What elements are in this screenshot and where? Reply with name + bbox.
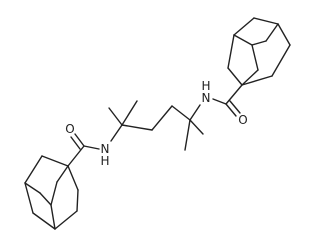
bond-carbonyl-adamantane (67, 145, 85, 167)
right-amide-group (212, 84, 243, 117)
bond-c1-methyl-b (121, 100, 138, 126)
left-amide-group (67, 133, 100, 167)
bond-nleft-c1 (110, 124, 123, 142)
oxygen-label-right: O (238, 113, 247, 127)
nitrogen-label-left: N (101, 142, 110, 156)
adamantane-cage-right (227, 17, 291, 86)
hydrogen-label-left: H (100, 154, 109, 168)
nitrogen-label-right: N (202, 91, 211, 105)
bond-carbonyl-double-b (229, 100, 241, 114)
bond-nleft-carbonyl (83, 145, 100, 150)
bond-ch2-c2 (171, 105, 191, 121)
hydrogen-label-right: H (201, 79, 210, 93)
adamantane-cage-left (24, 155, 79, 230)
bond-c2-methyl-b (189, 119, 204, 135)
bond-carbonyl-double-a (225, 103, 237, 117)
bond-c2-methyl-a (184, 119, 191, 151)
bond-c2-nright (189, 104, 201, 121)
oxygen-label-left: O (65, 122, 74, 136)
bond-c1-methyl-a (108, 107, 123, 126)
central-chain (108, 100, 204, 151)
bond-c1-ch2 (121, 124, 153, 131)
bond-carbonyl-adamantane (225, 84, 243, 105)
bond-nright-carbonyl (212, 98, 227, 105)
bond-carbonyl-double-a (74, 133, 85, 147)
bond-carbonyl-double-b (70, 136, 81, 150)
bond-ch2-ch2 (151, 105, 173, 131)
